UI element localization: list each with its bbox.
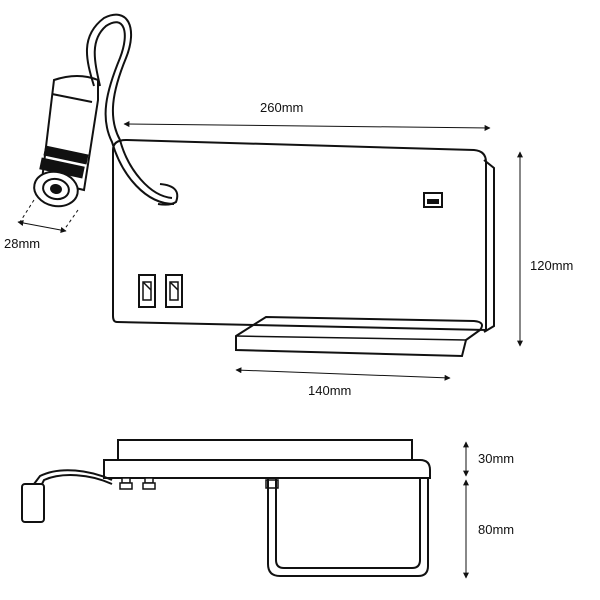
label-28mm: 28mm bbox=[4, 236, 40, 251]
label-140mm: 140mm bbox=[308, 383, 351, 398]
side-cable bbox=[33, 469, 113, 485]
label-120mm: 120mm bbox=[530, 258, 573, 273]
gooseneck-arm bbox=[86, 13, 173, 199]
spotlight-head bbox=[33, 75, 99, 208]
side-screw-right bbox=[142, 477, 156, 490]
rocker-switch-left bbox=[138, 274, 156, 308]
dimension-140mm: 140mm bbox=[235, 367, 451, 398]
panel-back-edge bbox=[483, 159, 495, 333]
dimension-120mm: 120mm bbox=[517, 151, 573, 347]
shelf bbox=[235, 315, 483, 358]
rocker-switch-right bbox=[165, 274, 183, 308]
wall-panel bbox=[112, 138, 487, 332]
side-lamp-head bbox=[21, 483, 45, 523]
dimension-80mm: 80mm bbox=[463, 479, 514, 579]
label-80mm: 80mm bbox=[478, 522, 514, 537]
dimension-260mm: 260mm bbox=[123, 100, 491, 131]
side-shelf-bracket bbox=[267, 478, 429, 577]
dimension-28mm: 28mm bbox=[4, 199, 79, 251]
dimension-30mm: 30mm bbox=[463, 441, 514, 477]
side-panel-top bbox=[117, 439, 413, 461]
side-screw-left bbox=[119, 477, 133, 490]
arm-mount bbox=[157, 183, 179, 206]
side-base-plate bbox=[103, 459, 431, 479]
usb-port bbox=[423, 192, 443, 208]
front-view: 260mm 120mm 140mm 28mm bbox=[4, 13, 573, 398]
label-30mm: 30mm bbox=[478, 451, 514, 466]
label-260mm: 260mm bbox=[260, 100, 303, 115]
side-view: 30mm 80mm bbox=[21, 439, 514, 579]
